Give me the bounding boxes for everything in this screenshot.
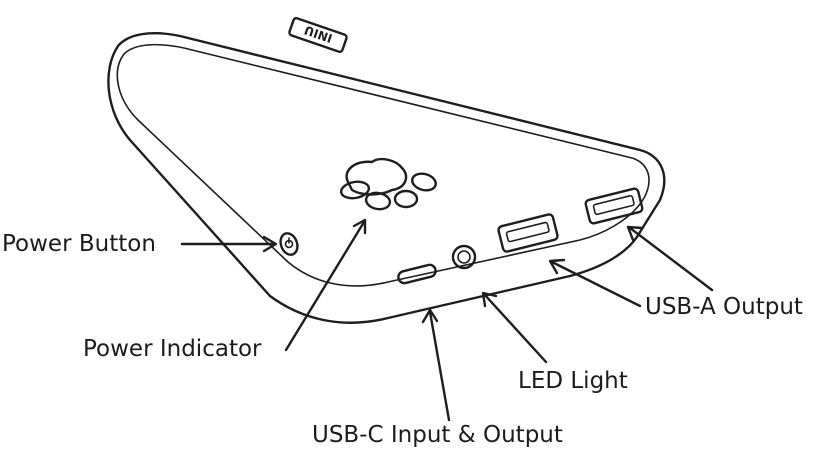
- label-led-light: LED Light: [518, 368, 628, 394]
- usb-a-port-1: [497, 213, 559, 253]
- arrow-led-light: [481, 291, 548, 364]
- usb-a-port-2: [584, 187, 644, 225]
- label-power-indicator: Power Indicator: [83, 336, 262, 362]
- label-usb-c: USB-C Input & Output: [312, 422, 563, 448]
- brand-logo: INIU: [288, 16, 348, 54]
- paw-print-indicator-icon: [339, 157, 437, 211]
- label-usb-a: USB-A Output: [645, 294, 803, 320]
- arrow-usb-a-second: [626, 225, 714, 292]
- led-light: [451, 244, 477, 270]
- arrow-power-indicator: [284, 218, 367, 352]
- arrow-usb-a: [548, 258, 642, 308]
- arrow-power-button: [180, 235, 278, 253]
- usb-c-port: [397, 263, 437, 285]
- power-button-icon: [279, 232, 299, 256]
- arrow-usb-c: [421, 308, 451, 422]
- label-power-button: Power Button: [2, 231, 156, 257]
- power-bank-body: [107, 32, 666, 324]
